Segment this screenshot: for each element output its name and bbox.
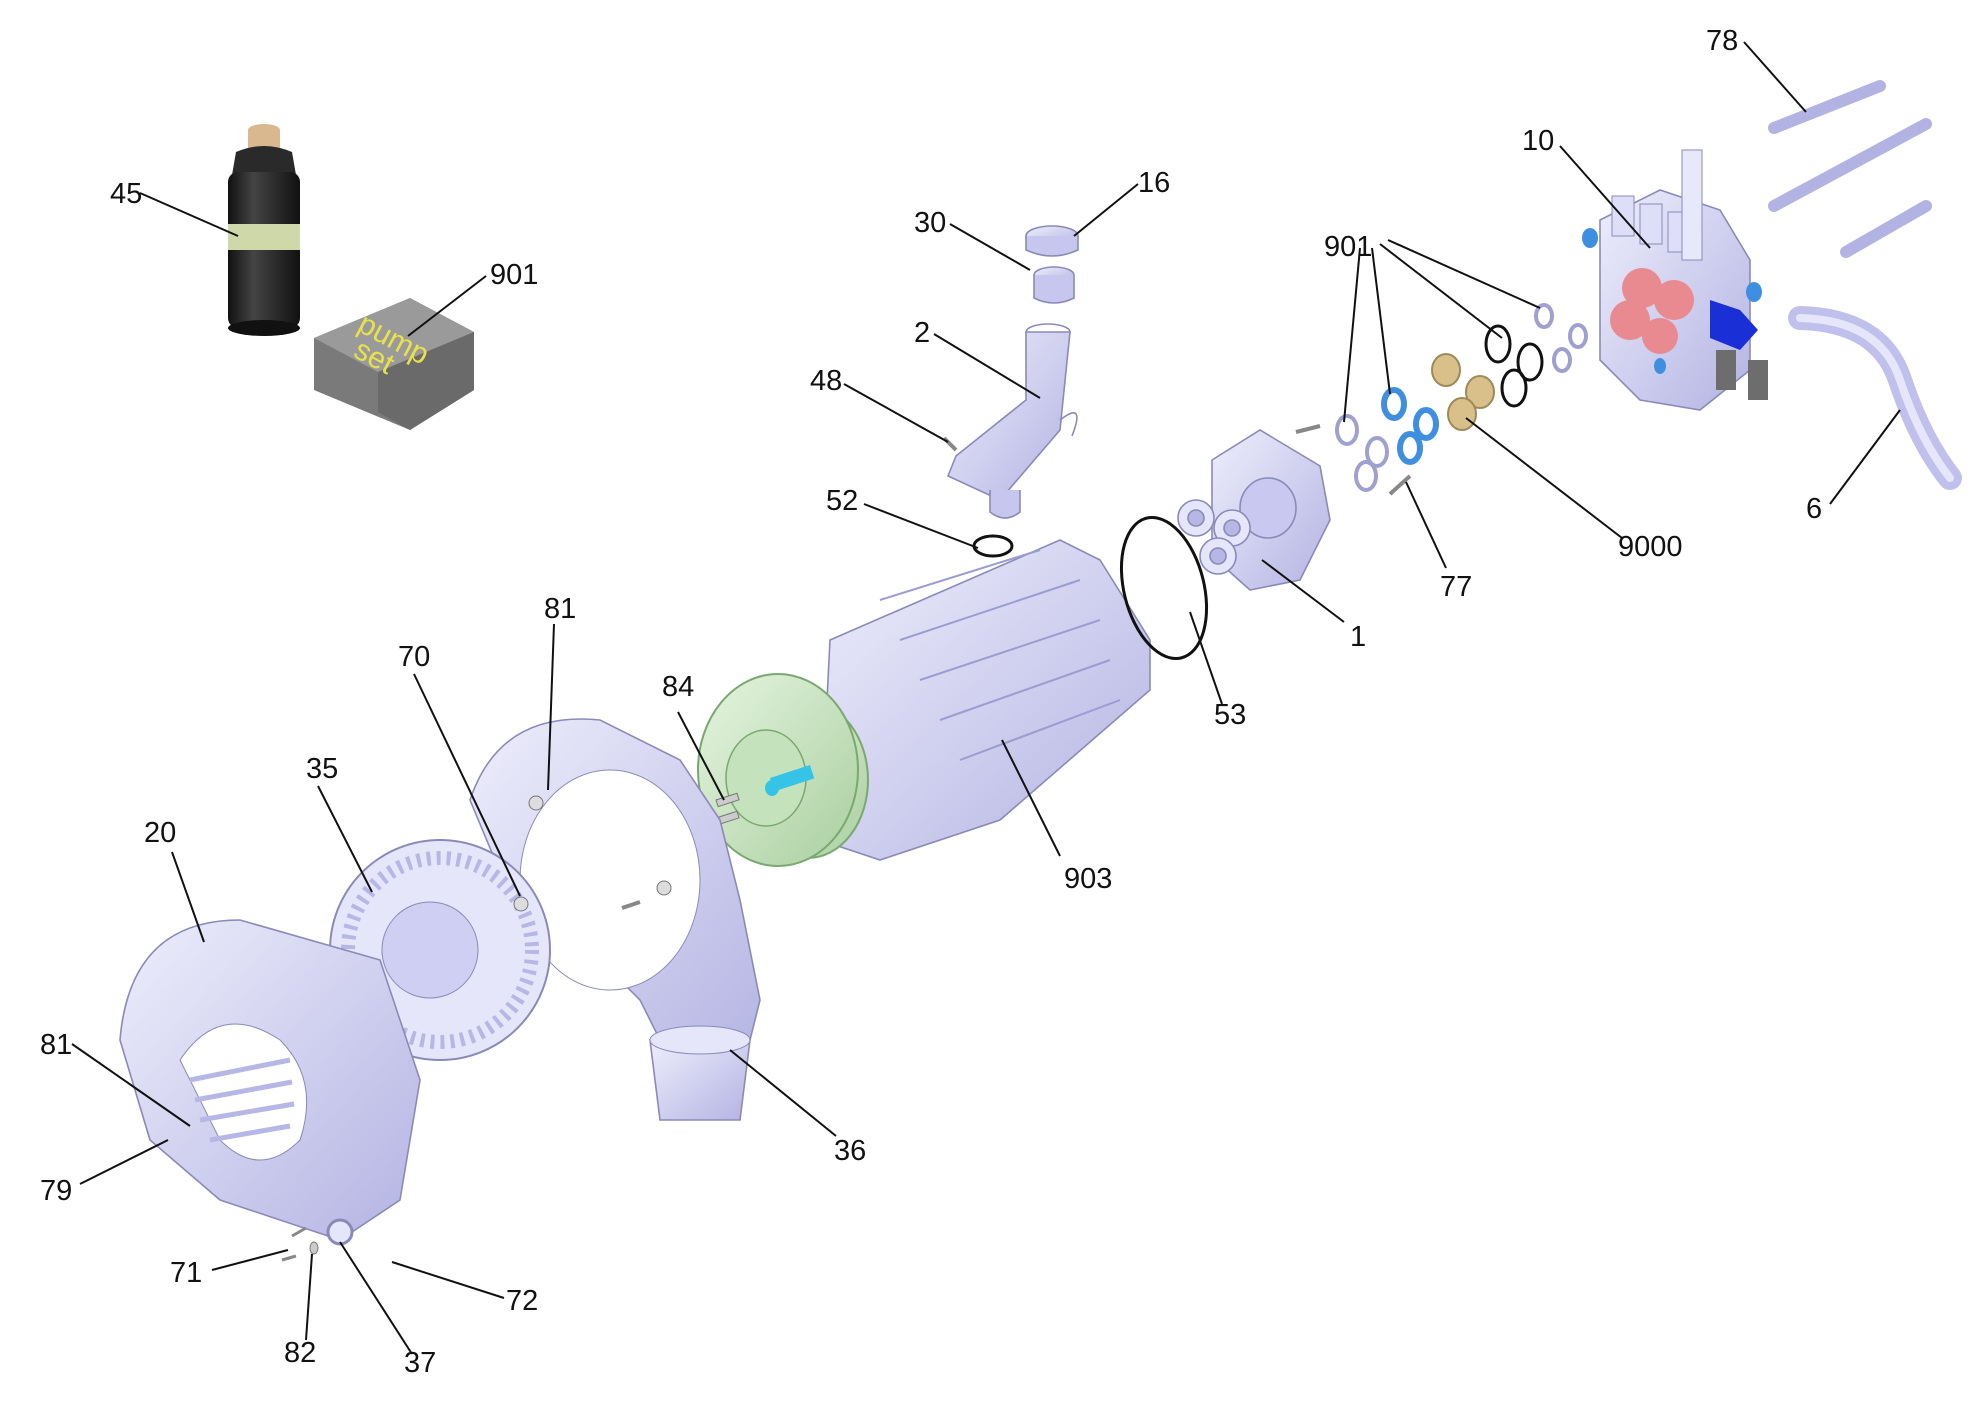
bottle-icon bbox=[228, 124, 300, 336]
callout-16: 16 bbox=[1138, 167, 1170, 199]
bolts-78 bbox=[1768, 80, 1932, 258]
callout-10: 10 bbox=[1522, 125, 1554, 157]
callout-77: 77 bbox=[1440, 571, 1472, 603]
callout-78: 78 bbox=[1706, 25, 1738, 57]
pump-set-box-icon: pump set bbox=[314, 298, 474, 430]
callout-36: 36 bbox=[834, 1135, 866, 1167]
callout-81-top: 81 bbox=[544, 593, 576, 625]
callout-48: 48 bbox=[810, 365, 842, 397]
callout-2: 2 bbox=[914, 317, 930, 349]
callout-79: 79 bbox=[40, 1175, 72, 1207]
o-ring-53 bbox=[1119, 515, 1209, 661]
callout-35: 35 bbox=[306, 753, 338, 785]
fan-shroud-70 bbox=[469, 718, 761, 1121]
callout-52: 52 bbox=[826, 485, 858, 517]
valve-block-10 bbox=[1582, 149, 1768, 411]
plug-30 bbox=[1033, 266, 1075, 304]
screw-near-1 bbox=[1295, 424, 1321, 434]
callout-82: 82 bbox=[284, 1337, 316, 1369]
pump-head-1 bbox=[1177, 429, 1331, 591]
callout-53: 53 bbox=[1214, 699, 1246, 731]
hose-6 bbox=[1788, 306, 1962, 490]
callout-72: 72 bbox=[506, 1285, 538, 1317]
callout-903: 903 bbox=[1064, 863, 1112, 895]
fastener-set bbox=[281, 795, 672, 1262]
fan-cover-20 bbox=[119, 919, 421, 1241]
callout-9000: 9000 bbox=[1618, 531, 1683, 563]
callout-901-box: 901 bbox=[490, 259, 538, 291]
callout-71: 71 bbox=[170, 1257, 202, 1289]
motor-housing-903 bbox=[697, 539, 1151, 867]
inlet-elbow-2 bbox=[946, 323, 1078, 519]
key-84 bbox=[715, 792, 740, 826]
leader-lines bbox=[71, 41, 1901, 1355]
callout-20: 20 bbox=[144, 817, 176, 849]
callout-45: 45 bbox=[110, 178, 142, 210]
o-ring-52 bbox=[972, 534, 1014, 558]
callout-70: 70 bbox=[398, 641, 430, 673]
callout-30: 30 bbox=[914, 207, 946, 239]
callout-labels: 45 901 30 16 2 48 52 901 10 78 6 9000 77… bbox=[40, 25, 1822, 1379]
callout-84: 84 bbox=[662, 671, 694, 703]
cap-16 bbox=[1025, 225, 1079, 257]
screw-77 bbox=[1388, 474, 1412, 496]
seal-stack bbox=[1335, 303, 1588, 492]
callout-901-seals: 901 bbox=[1324, 231, 1372, 263]
callout-81-bottom: 81 bbox=[40, 1029, 72, 1061]
callout-1: 1 bbox=[1350, 621, 1366, 653]
callout-6: 6 bbox=[1806, 493, 1822, 525]
callout-37: 37 bbox=[404, 1347, 436, 1379]
